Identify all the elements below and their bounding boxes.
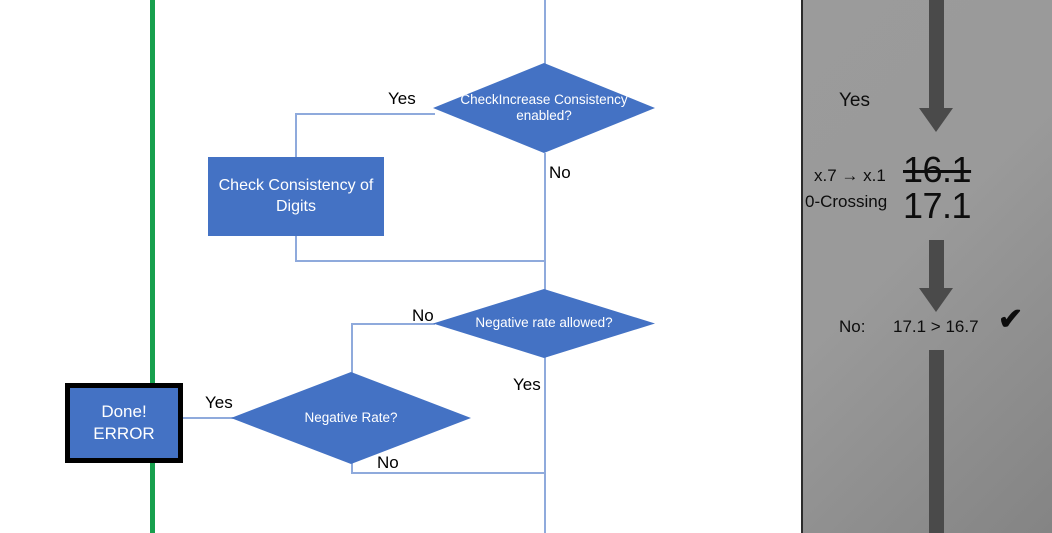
node-negative-rate-label: Negative Rate? [304, 409, 398, 425]
connector-negrate-yes-horizontal [172, 417, 234, 419]
panel-result-comparison: 17.1 > 16.7 [893, 317, 979, 336]
node-negative-rate-allowed-label: Negative rate allowed? [475, 315, 613, 331]
edge-label-negrate-yes: Yes [205, 393, 233, 412]
node-check-consistency-label: Check Consistency of Digits [218, 176, 374, 215]
edge-label-allowed-yes: Yes [513, 375, 541, 394]
connector-checkincrease-no-spine [544, 153, 546, 290]
arrow-shaft-top [929, 0, 944, 108]
connector-process-exit-horizontal [295, 260, 546, 262]
node-checkincrease-label: CheckIncrease Consistency enabled? [460, 91, 628, 123]
connector-negrate-no-vertical [351, 462, 353, 474]
edge-label-checkincrease-no: No [549, 163, 571, 182]
arrow-shaft-bottom [929, 350, 944, 533]
node-done-error-label: Done! ERROR [93, 401, 155, 443]
panel-row-0-label: x.7 → x.1 [814, 166, 886, 185]
connector-allowed-no-horizontal [351, 323, 435, 325]
node-negative-rate-allowed[interactable]: Negative rate allowed? [433, 289, 655, 358]
green-vertical-rule [150, 0, 155, 533]
connector-top-into-checkincrease [544, 0, 546, 75]
panel-yes-label: Yes [839, 90, 870, 111]
node-check-consistency-of-digits[interactable]: Check Consistency of Digits [208, 157, 384, 236]
connector-allowed-yes-spine [544, 357, 546, 533]
panel-result-prefix: No: [839, 317, 866, 336]
edge-label-negrate-no: No [377, 453, 399, 472]
edge-label-allowed-no: No [412, 306, 434, 325]
annotation-panel: Yes x.7 → x.1 16.1 0-Crossing 17.1 No: 1… [801, 0, 1052, 533]
arrow-head-top [919, 108, 953, 132]
connector-allowed-no-vertical [351, 323, 353, 375]
connector-process-exit-vertical [295, 236, 297, 262]
panel-row-1-value: 17.1 [903, 185, 972, 226]
panel-row-1-label: 0-Crossing [805, 192, 888, 211]
node-checkincrease-consistency-enabled[interactable]: CheckIncrease Consistency enabled? [433, 63, 655, 153]
panel-row-0-value: 16.1 [903, 149, 972, 190]
connector-checkincrease-yes-horizontal [295, 113, 435, 115]
connector-checkincrease-yes-vertical [295, 113, 297, 158]
checkmark-icon: ✔ [998, 303, 1024, 336]
arrow-shaft-middle [929, 240, 944, 290]
node-negative-rate[interactable]: Negative Rate? [231, 372, 471, 464]
arrow-head-middle [919, 288, 953, 312]
connector-negrate-no-horizontal [351, 472, 546, 474]
edge-label-checkincrease-yes: Yes [388, 89, 416, 108]
node-done-error[interactable]: Done! ERROR [65, 383, 183, 463]
